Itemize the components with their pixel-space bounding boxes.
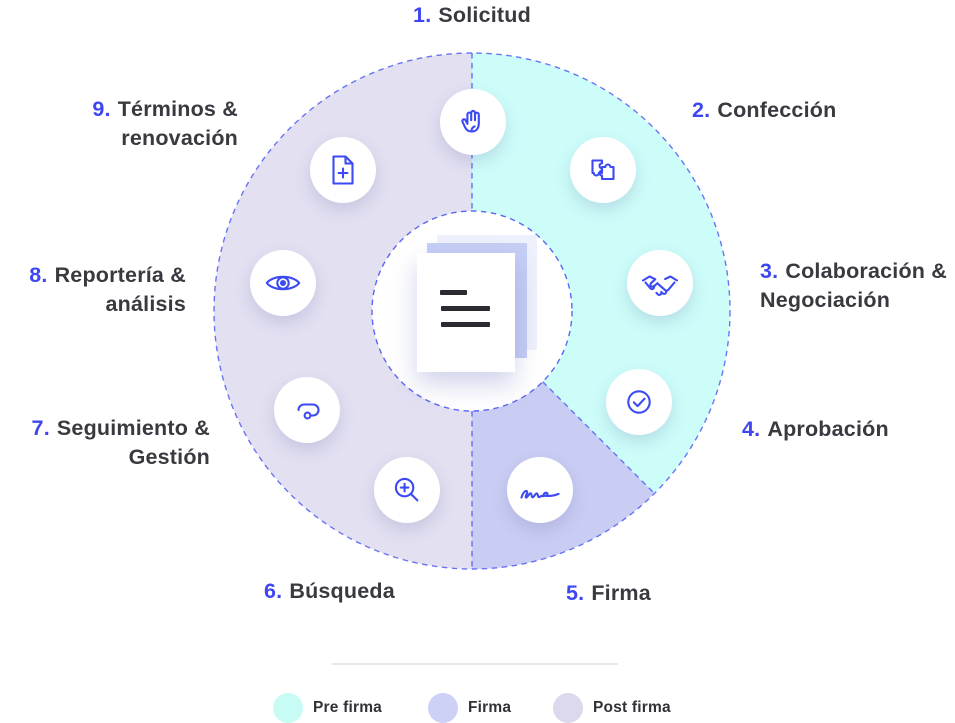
segment-post-firma — [214, 53, 472, 569]
stage-number: 3. — [760, 259, 779, 283]
stage-icon-confeccion — [570, 137, 636, 203]
stage-label-aprobacion: 4.Aprobación — [742, 415, 889, 444]
check-circle-icon — [627, 390, 651, 414]
stage-icon-colaboracion — [627, 250, 693, 316]
handshake-icon — [641, 275, 679, 296]
stage-label-solicitud: 1.Solicitud — [372, 1, 572, 30]
stage-text: Búsqueda — [289, 579, 395, 603]
legend-label-firma: Firma — [468, 699, 512, 716]
stage-text: Reportería & — [54, 263, 186, 287]
stage-label-reporteria: 8.Reportería & análisis — [20, 261, 186, 319]
stage-text-line2: renovación — [121, 126, 238, 150]
stage-label-seguimiento: 7.Seguimiento & Gestión — [20, 414, 210, 472]
stage-icon-busqueda — [374, 457, 440, 523]
stage-number: 4. — [742, 417, 761, 441]
stage-number: 6. — [264, 579, 283, 603]
document-text-line — [441, 306, 490, 311]
stage-number: 5. — [566, 581, 585, 605]
legend-divider — [332, 663, 618, 665]
signature-icon — [520, 489, 560, 499]
route-icon — [297, 403, 320, 420]
stage-number: 7. — [31, 416, 50, 440]
stage-label-firma: 5.Firma — [566, 579, 651, 608]
stage-label-busqueda: 6.Búsqueda — [264, 577, 395, 606]
stage-number: 2. — [692, 98, 711, 122]
stage-text: Confección — [717, 98, 837, 122]
stage-number: 8. — [29, 263, 48, 287]
stage-number: 1. — [413, 3, 432, 27]
stage-text-line2: Gestión — [128, 445, 210, 469]
stage-label-terminos: 9.Términos & renovación — [90, 95, 238, 153]
stage-text: Aprobación — [767, 417, 889, 441]
stage-label-confeccion: 2.Confección — [692, 96, 836, 125]
document-plus-icon — [332, 155, 354, 185]
hand-icon — [461, 109, 480, 133]
document-text-line — [441, 322, 490, 327]
stage-icon-reporteria — [250, 250, 316, 316]
legend-label-pre-firma: Pre firma — [313, 699, 382, 716]
stage-text: Firma — [591, 581, 651, 605]
stage-text: Términos & — [117, 97, 238, 121]
stage-label-colaboracion: 3.Colaboración & Negociación — [760, 257, 947, 315]
stage-text: Colaboración & — [785, 259, 948, 283]
document-sheet-front — [417, 253, 515, 372]
stage-number: 9. — [92, 97, 111, 121]
stage-icon-seguimiento — [274, 377, 340, 443]
stage-icon-solicitud — [440, 89, 506, 155]
stage-icon-aprobacion — [606, 369, 672, 435]
stage-text-line2: análisis — [105, 292, 186, 316]
legend-dot-pre-firma — [273, 693, 303, 723]
legend-dot-post-firma — [553, 693, 583, 723]
stage-text: Solicitud — [438, 3, 531, 27]
magnifier-plus-icon — [394, 477, 419, 502]
document-text-line — [440, 290, 467, 295]
legend-label-post-firma: Post firma — [593, 699, 671, 716]
divider-135deg — [542, 381, 655, 494]
stage-icon-firma — [507, 457, 573, 523]
eye-icon — [265, 275, 301, 291]
legend-dot-firma — [428, 693, 458, 723]
stage-text: Seguimiento & — [56, 416, 210, 440]
puzzle-icon — [591, 159, 615, 181]
stage-text-line2: Negociación — [760, 288, 891, 312]
stage-icon-terminos — [310, 137, 376, 203]
contract-document-illustration — [417, 235, 539, 375]
